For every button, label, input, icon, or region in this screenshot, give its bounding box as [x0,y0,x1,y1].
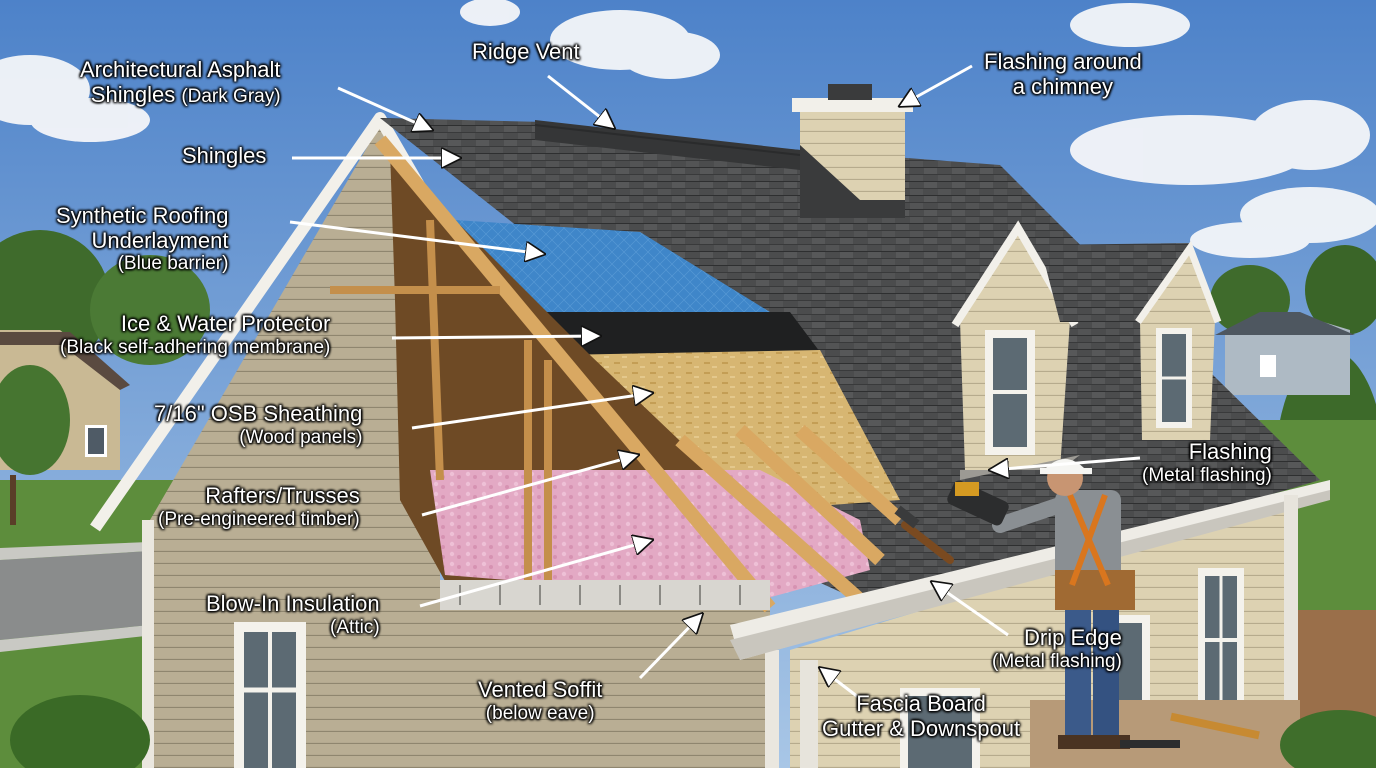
underlay-title: Synthetic Roofing [56,203,229,228]
soffit-sub: (below eave) [485,702,595,724]
roofer-figure [992,459,1300,768]
rafters-title: Rafters/Trusses [205,483,360,508]
label-rafters: Rafters/Trusses (Pre-engineered timber) [158,483,360,530]
arrow-icon [547,74,614,128]
underlay-sub: (Blue barrier) [117,253,229,275]
arrow-icon [900,64,973,106]
gutter-fascia [730,480,1330,768]
label-osb-sheathing: 7/16" OSB Sheathing (Wood panels) [154,401,363,448]
arrow-icon [411,393,652,430]
soffit-title: Vented Soffit [478,677,603,702]
arrow-icon [990,456,1141,470]
neighbor-house-right [1215,312,1355,395]
rafters-sub: (Pre-engineered timber) [158,508,360,530]
flashing-sub: (Metal flashing) [1142,464,1272,486]
underlay-line2: Underlayment [91,227,229,253]
chimney-title: Flashing around [984,49,1142,74]
label-fascia-gutter: Fascia Board Gutter & Downspout [822,691,1021,741]
ridge-vent [534,120,801,170]
chimney-line2: a chimney [1012,73,1114,99]
ridge-title: Ridge Vent [472,39,580,64]
neighbor-house-left [0,330,130,525]
hammer-icon [894,505,954,564]
label-ridge-vent: Ridge Vent [472,39,580,65]
asphalt-title: Architectural Asphalt [80,57,281,82]
label-drip-edge: Drip Edge (Metal flashing) [992,625,1122,672]
arrow-icon [820,668,863,702]
label-soffit: Vented Soffit (below eave) [478,677,603,724]
arrow-icon [932,582,1009,637]
arrow-icon [638,614,702,680]
flashing-title: Flashing [1188,439,1272,464]
arrow-icon [421,455,638,517]
label-insulation: Blow-In Insulation (Attic) [206,591,380,638]
arrow-icon [391,336,600,338]
callout-arrows [289,64,1141,702]
drip-sub: (Metal flashing) [992,650,1122,672]
asphalt-sub: (Dark Gray) [181,85,281,107]
label-shingles: Shingles [182,143,267,169]
label-asphalt-shingles: Architectural Asphalt Shingles (Dark Gra… [80,57,281,107]
fascia-title: Fascia Board [856,691,986,716]
ice-sub: (Black self-adhering membrane) [60,336,331,358]
osb-sub: (Wood panels) [239,426,363,448]
dormers [790,220,1222,480]
label-chimney-flashing: Flashing around a chimney [984,49,1142,99]
insulation-sub: (Attic) [330,616,380,638]
shingles-title: Shingles [182,143,267,168]
clouds [0,0,1376,258]
fascia-line2: Gutter & Downspout [822,715,1021,741]
label-underlayment: Synthetic Roofing Underlayment (Blue bar… [56,203,229,275]
asphalt-line2: Shingles [90,81,176,107]
bushes [10,695,1376,768]
label-ice-water: Ice & Water Protector (Black self-adheri… [60,311,331,358]
arrow-icon [419,540,652,608]
nail-gun-icon [947,480,1009,526]
ice-title: Ice & Water Protector [120,311,331,336]
osb-title: 7/16" OSB Sheathing [154,401,363,426]
arrow-icon [289,220,544,254]
ladder-tools [1120,712,1260,748]
chimney [792,84,913,218]
label-flashing: Flashing (Metal flashing) [1142,439,1272,486]
drip-title: Drip Edge [1024,625,1122,650]
arrow-icon [337,86,432,130]
insulation-title: Blow-In Insulation [206,591,380,616]
